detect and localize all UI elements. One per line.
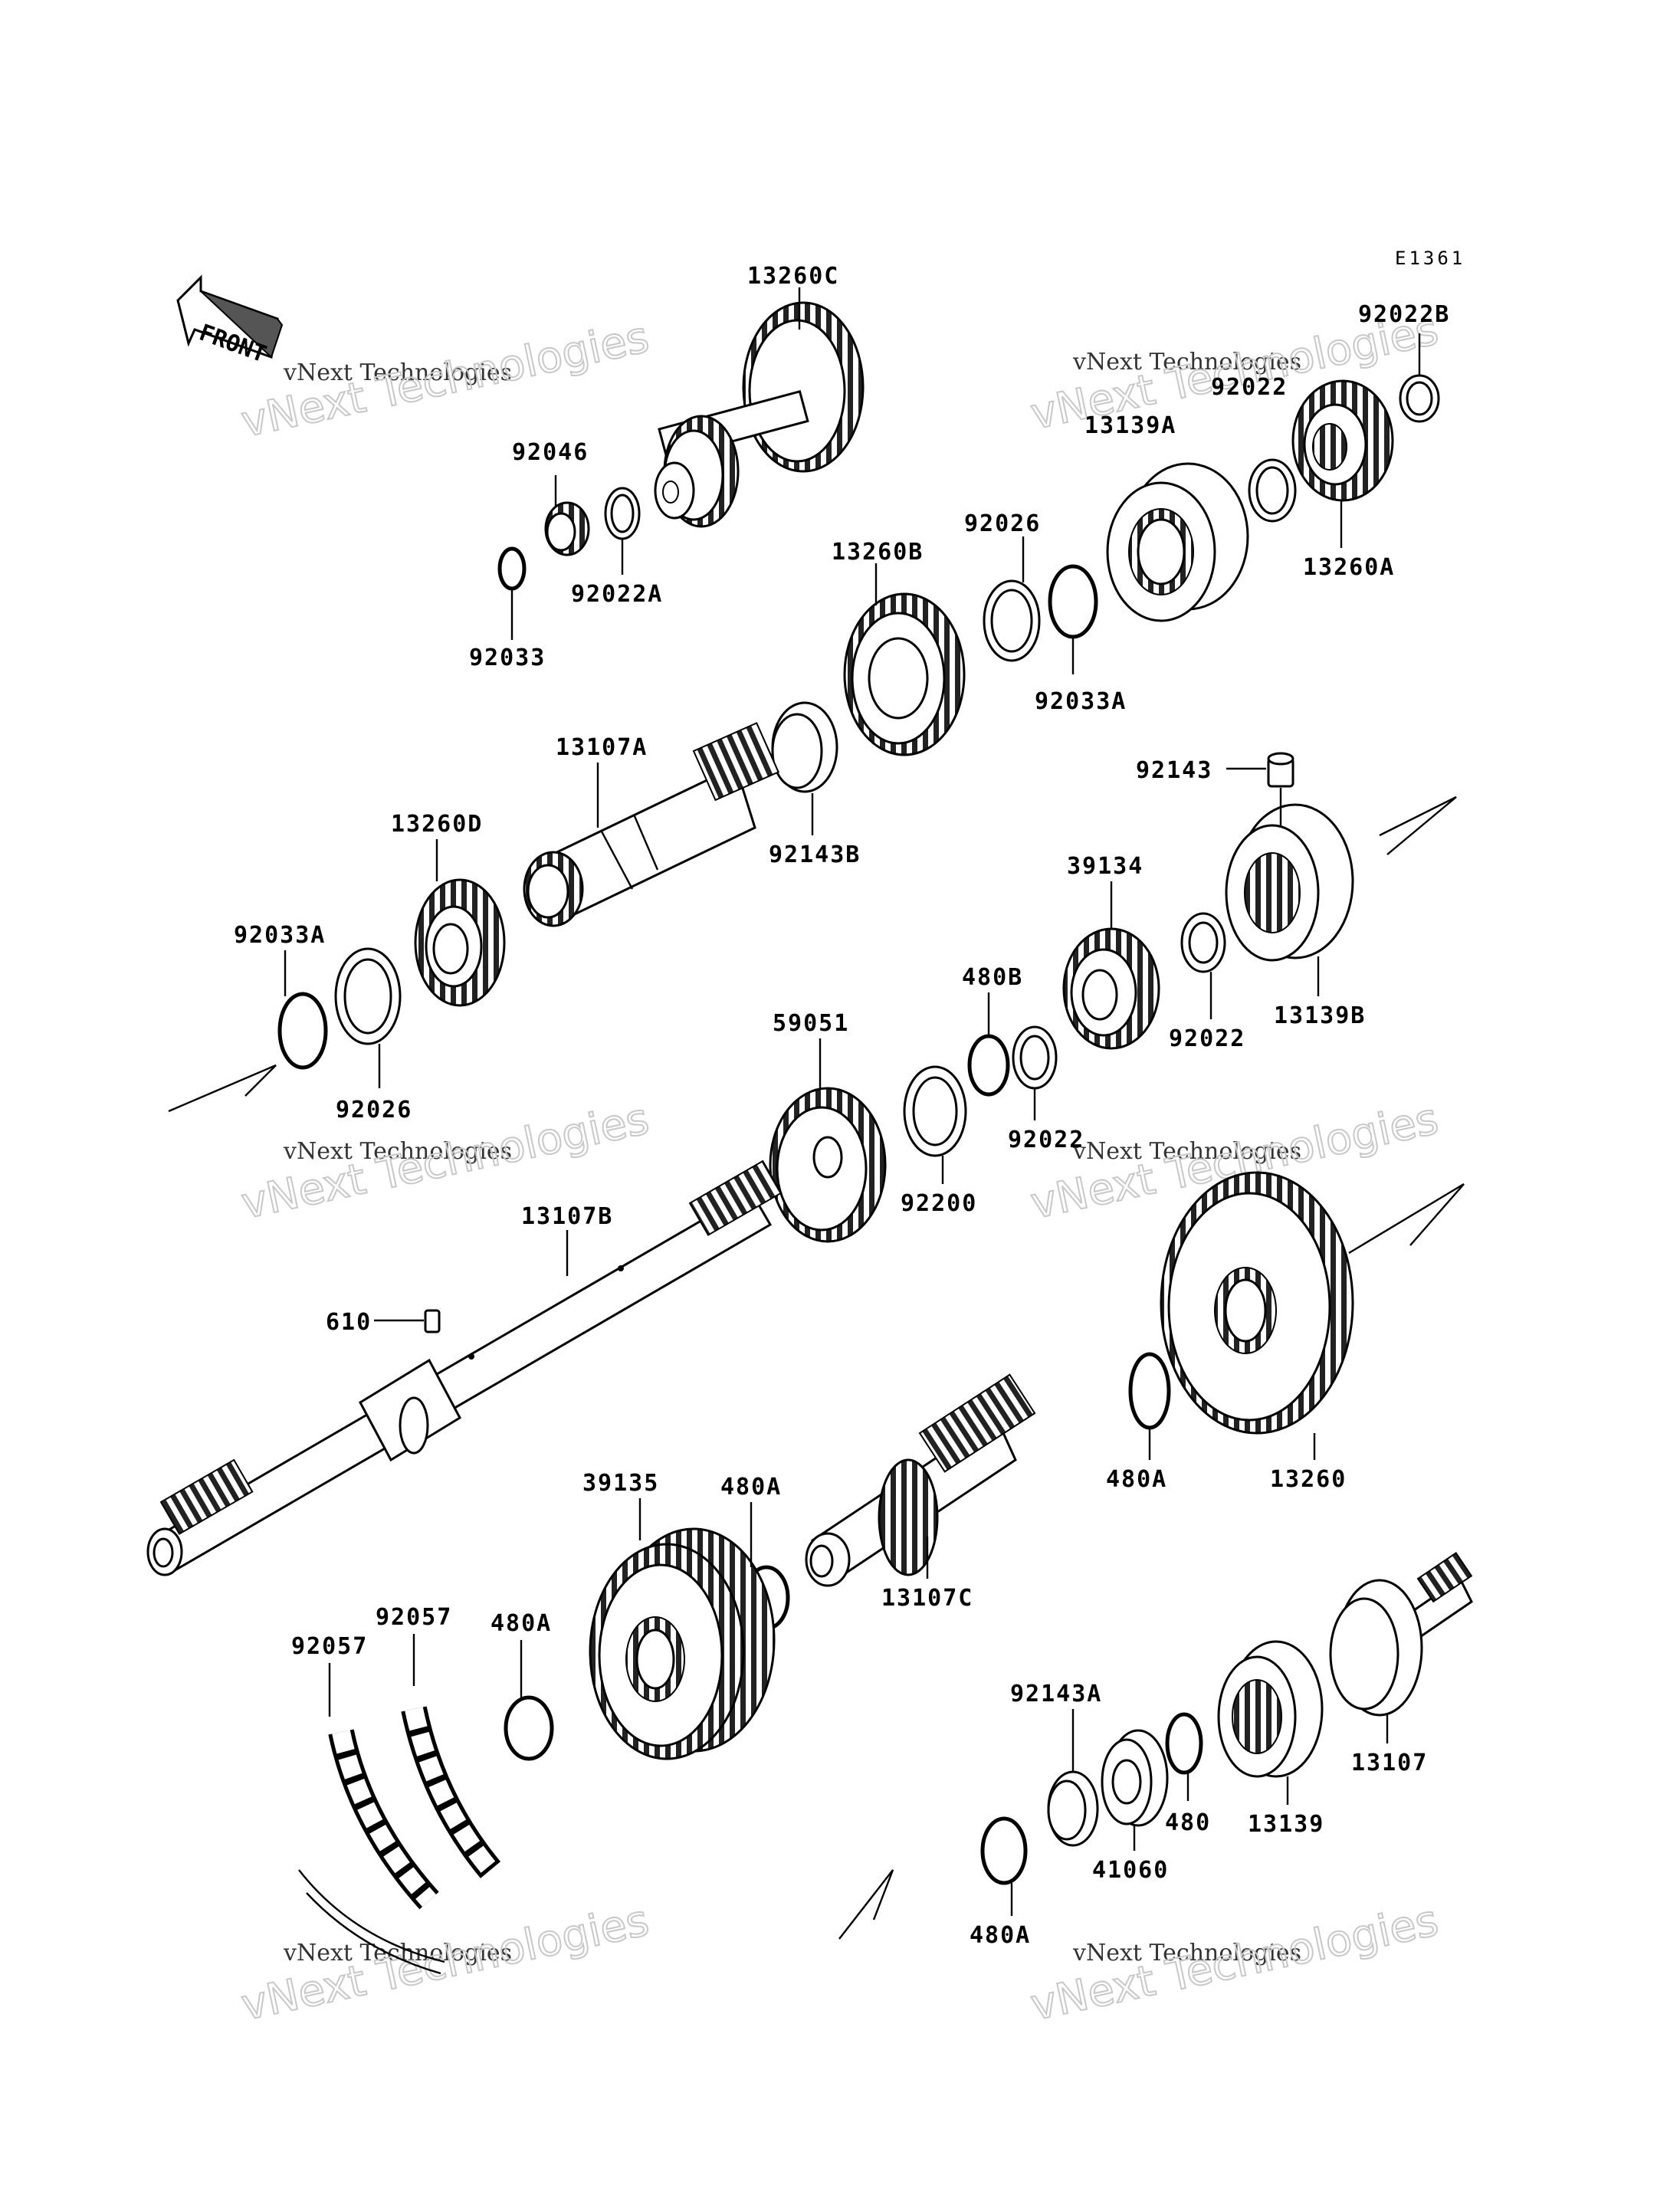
label-92026-top: 92026 — [964, 510, 1041, 537]
label-92033A-top: 92033A — [1035, 688, 1127, 715]
gear-39135 — [589, 1527, 776, 1760]
gear-13260B — [843, 592, 966, 756]
pin-92143 — [1267, 752, 1294, 788]
leader-lines — [284, 287, 1421, 1916]
needle-bearing-92046 — [544, 501, 590, 556]
svg-text:vNext Technologies: vNext Technologies — [1072, 1940, 1301, 1966]
label-92022-mid2: 92022 — [1008, 1127, 1084, 1153]
label-610: 610 — [326, 1309, 372, 1336]
washer-92022-top — [1248, 458, 1297, 523]
washer-92022B — [1399, 374, 1440, 423]
circlip-480 — [1165, 1712, 1203, 1775]
circlip-480B — [967, 1034, 1010, 1097]
label-13139A: 13139A — [1084, 412, 1176, 439]
label-480B: 480B — [962, 964, 1023, 991]
axis-lines — [168, 795, 1465, 1940]
circlip-92033 — [497, 546, 527, 591]
label-13260: 13260 — [1270, 1466, 1347, 1493]
gear-39134 — [1062, 927, 1160, 1050]
sleeve-13139A — [1106, 462, 1249, 622]
shaft-13107 — [1329, 1552, 1473, 1717]
circlip-480A-bottom — [980, 1816, 1028, 1885]
part-labels: 13260C 92046 92022A 92033 92022B 92022 1… — [234, 263, 1450, 1949]
dog-13139B — [1225, 803, 1354, 962]
watermark: vNext Technologies vNext Technologies — [236, 312, 654, 448]
label-92143A: 92143A — [1010, 1681, 1102, 1707]
watermark: vNext Technologies vNext Technologies — [1025, 1895, 1443, 2032]
svg-text:vNext Technologies: vNext Technologies — [283, 1138, 512, 1165]
label-92022-top: 92022 — [1211, 374, 1288, 401]
washer-92026-top — [983, 579, 1041, 662]
label-92057-b: 92057 — [376, 1604, 452, 1631]
hub-41060 — [1101, 1729, 1169, 1827]
label-39135: 39135 — [582, 1470, 659, 1497]
label-41060: 41060 — [1092, 1857, 1169, 1884]
svg-text:vNext Technologies: vNext Technologies — [283, 1940, 512, 1966]
collar-92143A — [1047, 1770, 1099, 1847]
label-13107C: 13107C — [881, 1585, 973, 1612]
shaft-13107B — [146, 1160, 783, 1576]
watermark: vNext Technologies vNext Technologies — [236, 1895, 654, 2032]
label-13260B: 13260B — [832, 539, 924, 566]
label-92200: 92200 — [901, 1190, 977, 1217]
circlip-92033A-left — [277, 992, 328, 1070]
label-13139: 13139 — [1248, 1811, 1324, 1838]
svg-text:vNext Technologies: vNext Technologies — [1072, 1138, 1301, 1165]
gear-59051 — [769, 1087, 887, 1243]
front-arrow-icon: FRONT — [176, 274, 284, 368]
label-13107: 13107 — [1351, 1750, 1428, 1776]
label-13260A: 13260A — [1303, 554, 1395, 581]
washer-92200 — [903, 1065, 967, 1157]
washer-92022-mid2 — [1012, 1025, 1058, 1090]
label-92046: 92046 — [512, 439, 589, 466]
svg-text:vNext Technologies: vNext Technologies — [1072, 349, 1301, 376]
label-13139B: 13139B — [1274, 1002, 1366, 1029]
label-480A-mid: 480A — [720, 1474, 782, 1501]
washer-92022-mid — [1180, 912, 1226, 973]
label-39134: 39134 — [1067, 853, 1144, 880]
shaft-13107C — [805, 1373, 1036, 1587]
circlip-480A-left — [504, 1695, 554, 1761]
svg-text:vNext Technologies: vNext Technologies — [283, 359, 512, 386]
label-13260C: 13260C — [747, 263, 839, 290]
collar-92143B — [771, 701, 838, 793]
gear-13260A — [1291, 379, 1394, 502]
gear-13260C — [654, 301, 865, 528]
label-13107B: 13107B — [521, 1203, 613, 1230]
label-92022A: 92022A — [571, 581, 663, 608]
gear-13260D — [414, 878, 506, 1007]
label-480A-left: 480A — [491, 1610, 552, 1637]
label-480: 480 — [1165, 1809, 1211, 1836]
label-92026-left: 92026 — [336, 1097, 412, 1123]
pin-610 — [424, 1309, 441, 1333]
chain-92057 — [298, 1706, 501, 1975]
circlip-480A-right — [1128, 1352, 1171, 1430]
label-92057-a: 92057 — [291, 1633, 368, 1660]
gear-13260 — [1160, 1171, 1354, 1435]
label-13107A: 13107A — [556, 734, 648, 761]
label-59051: 59051 — [773, 1010, 849, 1037]
diagram-code: E1361 — [1395, 248, 1465, 269]
dog-13139 — [1217, 1640, 1324, 1778]
circlip-92033A-top — [1048, 564, 1098, 639]
label-92022B: 92022B — [1358, 301, 1450, 328]
washer-92022A — [604, 487, 641, 540]
label-92033: 92033 — [469, 645, 546, 671]
washer-92026-left — [334, 947, 402, 1045]
label-92033A-left: 92033A — [234, 922, 326, 949]
label-92022-mid: 92022 — [1169, 1025, 1245, 1052]
label-480A-bottom: 480A — [970, 1922, 1031, 1949]
label-92143B: 92143B — [769, 841, 861, 868]
label-92143: 92143 — [1136, 757, 1212, 784]
shaft-13107A — [523, 722, 780, 927]
label-13260D: 13260D — [391, 811, 483, 838]
label-480A-right: 480A — [1106, 1466, 1167, 1493]
